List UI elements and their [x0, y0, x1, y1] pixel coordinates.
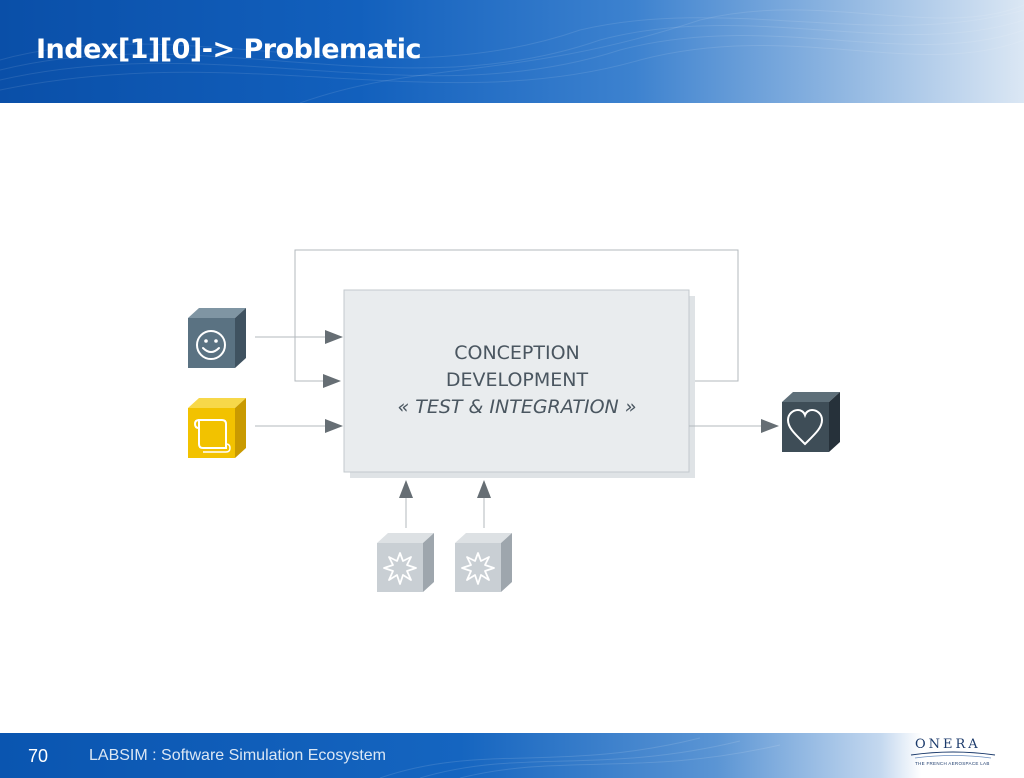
heart-icon	[782, 392, 840, 452]
process-line-test-integration: « TEST & INTEGRATION »	[397, 396, 637, 418]
slide-header: Index[1][0]-> Problematic	[0, 0, 1024, 103]
footer-wave-decoration	[379, 737, 781, 778]
explosion-icon	[455, 533, 512, 592]
onera-logo: ONERA THE FRENCH AEROSPACE LAB	[905, 736, 1001, 772]
explosion-icon	[377, 533, 434, 592]
page-number: 70	[28, 746, 49, 766]
logo-swoosh	[910, 751, 996, 759]
header-wave-decoration	[0, 4, 1024, 103]
process-label: CONCEPTION DEVELOPMENT « TEST & INTEGRAT…	[345, 340, 689, 421]
logo-wordmark: ONERA	[915, 737, 981, 752]
slide-footer: 70 LABSIM : Software Simulation Ecosyste…	[0, 733, 1024, 778]
process-box	[343, 289, 690, 473]
slide-title: Index[1][0]-> Problematic	[36, 34, 422, 65]
process-line-conception: CONCEPTION	[454, 342, 580, 364]
smiley-face-icon	[188, 308, 246, 368]
scroll-document-icon	[188, 398, 246, 458]
process-line-development: DEVELOPMENT	[445, 369, 589, 391]
footer-text: LABSIM : Software Simulation Ecosystem	[89, 747, 386, 764]
logo-tagline: THE FRENCH AEROSPACE LAB	[915, 761, 990, 766]
feedback-loop-connector	[294, 249, 739, 388]
